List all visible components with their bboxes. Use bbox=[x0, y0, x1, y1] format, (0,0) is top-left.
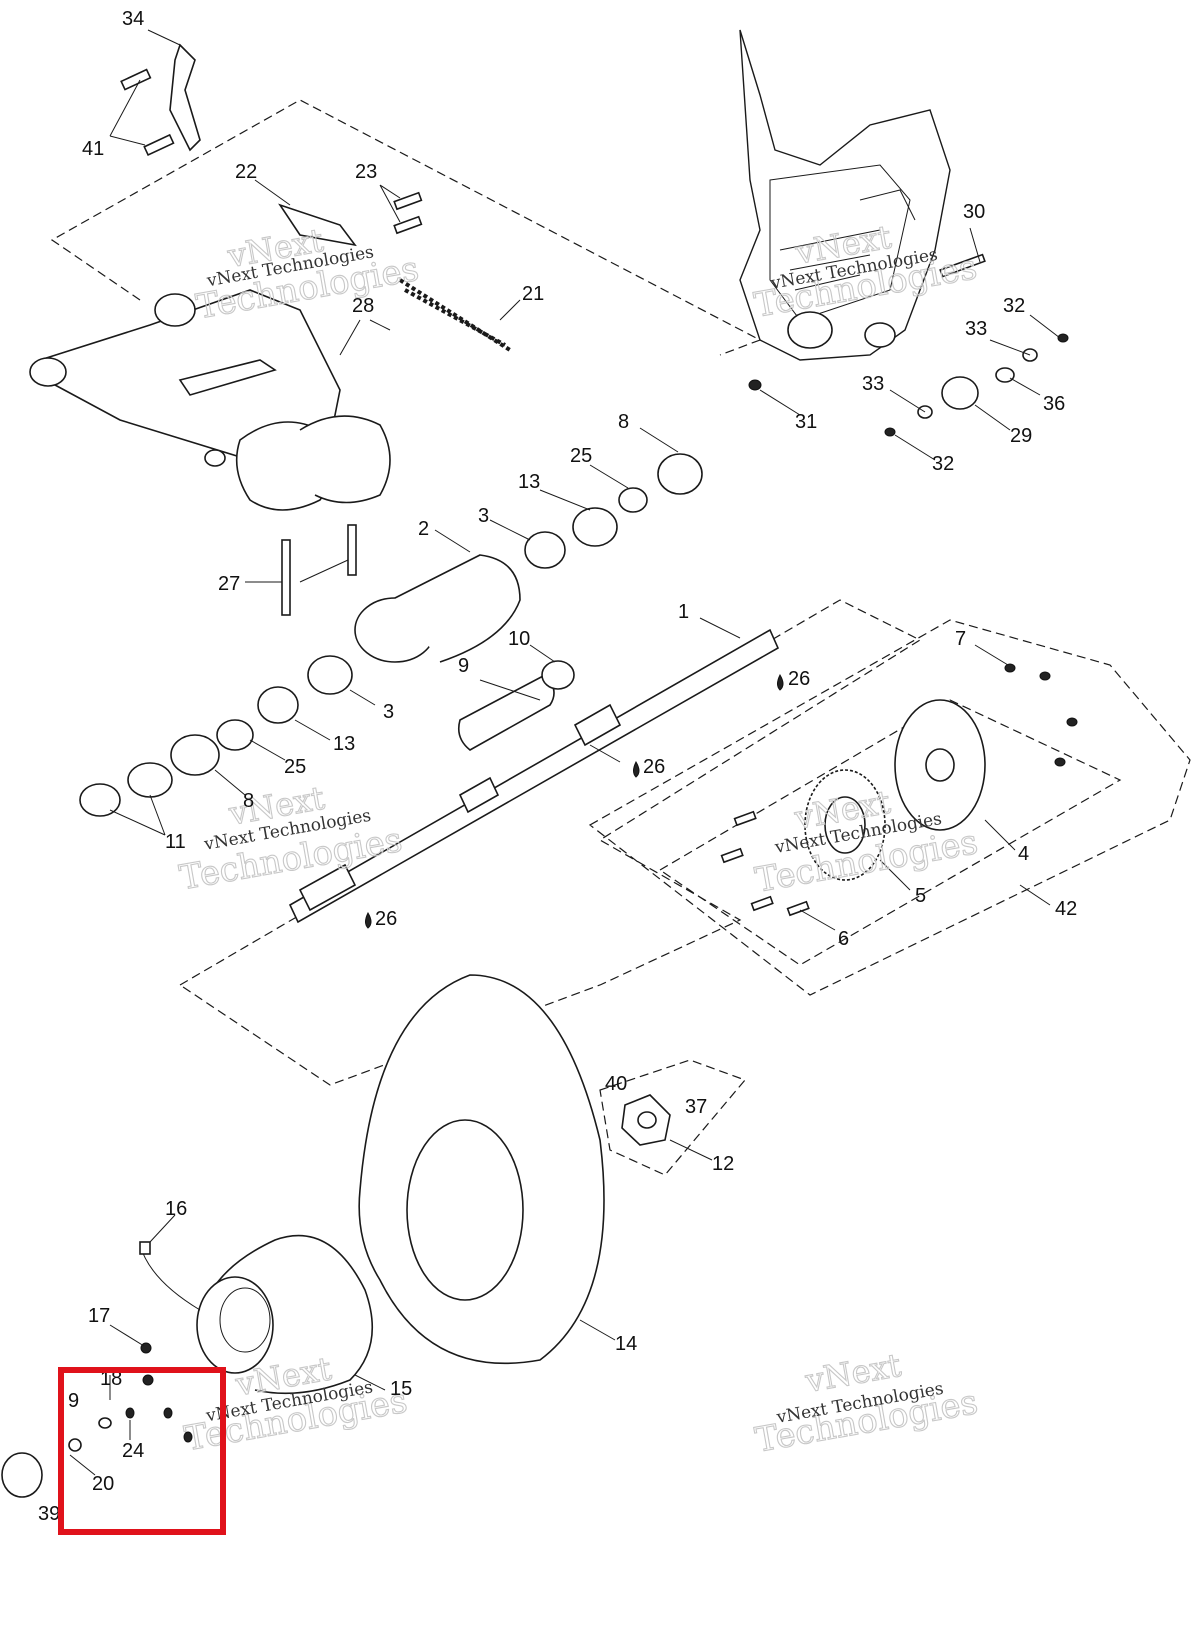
part-label: 28 bbox=[352, 295, 374, 317]
part-label: 30 bbox=[963, 201, 985, 223]
wheel-hub bbox=[621, 1094, 671, 1146]
part-label: 8 bbox=[618, 411, 629, 433]
leader-lines bbox=[69, 29, 1061, 1476]
part-label: 20 bbox=[92, 1473, 114, 1495]
part-label: 12 bbox=[712, 1153, 734, 1175]
tire bbox=[358, 974, 605, 1365]
part-label: 32 bbox=[932, 453, 954, 475]
rim-hardware bbox=[1, 1241, 201, 1498]
part-label: 23 bbox=[355, 161, 377, 183]
oil-drop-icon bbox=[777, 673, 784, 691]
part-label: 9 bbox=[458, 655, 469, 677]
oil-drop-icon bbox=[633, 760, 640, 778]
swing-arm bbox=[29, 43, 391, 511]
part-label: 21 bbox=[522, 283, 544, 305]
lubricant-drop-icons bbox=[365, 673, 784, 929]
part-label: 25 bbox=[570, 445, 592, 467]
part-label: 41 bbox=[82, 138, 104, 160]
part-label: 39 bbox=[38, 1503, 60, 1525]
part-label: 3 bbox=[478, 505, 489, 527]
part-label: 6 bbox=[838, 928, 849, 950]
part-label: 26 bbox=[788, 668, 810, 690]
oil-drop-icon bbox=[365, 911, 372, 929]
part-label: 14 bbox=[615, 1333, 637, 1355]
part-label: 34 bbox=[122, 8, 144, 30]
part-label: 22 bbox=[235, 161, 257, 183]
part-label: 37 bbox=[685, 1096, 707, 1118]
axle-assembly bbox=[79, 453, 780, 924]
part-label: 18 bbox=[100, 1368, 122, 1390]
rim bbox=[196, 1234, 374, 1395]
part-label: 8 bbox=[243, 790, 254, 812]
part-label: 40 bbox=[605, 1073, 627, 1095]
part-label: 5 bbox=[915, 885, 926, 907]
part-label: 36 bbox=[1043, 393, 1065, 415]
part-labels: 34 41 22 23 21 28 27 30 32 33 36 33 31 2… bbox=[38, 8, 1077, 1525]
part-label: 24 bbox=[122, 1440, 144, 1462]
part-label: 7 bbox=[955, 628, 966, 650]
sprocket-assembly bbox=[720, 663, 1078, 917]
part-label: 27 bbox=[218, 573, 240, 595]
part-label: 11 bbox=[165, 831, 186, 853]
part-label: 4 bbox=[1018, 843, 1029, 865]
part-label: 9 bbox=[68, 1390, 79, 1412]
part-label: 13 bbox=[518, 471, 540, 493]
part-label: 1 bbox=[678, 601, 689, 623]
group-boundaries bbox=[50, 99, 1191, 1176]
part-label: 17 bbox=[88, 1305, 110, 1327]
part-label: 26 bbox=[375, 908, 397, 930]
bolts-top bbox=[120, 68, 986, 616]
part-label: 33 bbox=[862, 373, 884, 395]
part-label: 42 bbox=[1055, 898, 1077, 920]
part-label: 13 bbox=[333, 733, 355, 755]
part-label: 32 bbox=[1003, 295, 1025, 317]
part-label: 33 bbox=[965, 318, 987, 340]
frame-hardware bbox=[748, 333, 1069, 437]
part-label: 25 bbox=[284, 756, 306, 778]
part-label: 29 bbox=[1010, 425, 1032, 447]
part-label: 3 bbox=[383, 701, 394, 723]
part-label: 16 bbox=[165, 1198, 187, 1220]
part-label: 2 bbox=[418, 518, 429, 540]
part-label: 26 bbox=[643, 756, 665, 778]
part-label: 10 bbox=[508, 628, 530, 650]
part-label: 15 bbox=[390, 1378, 412, 1400]
highlight-box bbox=[58, 1367, 226, 1535]
part-label: 31 bbox=[795, 411, 817, 433]
drive-chain bbox=[398, 278, 512, 352]
frame-section bbox=[739, 29, 951, 361]
